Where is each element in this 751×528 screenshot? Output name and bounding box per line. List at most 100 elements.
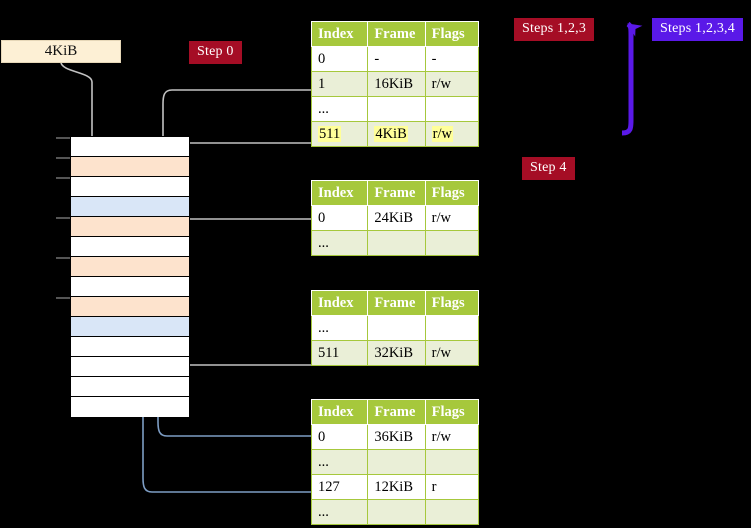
memory-row bbox=[71, 277, 189, 297]
column-header-flags: Flags bbox=[424, 399, 480, 425]
table-cell-index: ... bbox=[310, 230, 369, 256]
memory-row bbox=[71, 237, 189, 257]
table-cell-frame bbox=[367, 315, 426, 341]
table-cell-index: 1 bbox=[310, 71, 369, 97]
memory-row bbox=[71, 177, 189, 197]
memory-tick bbox=[56, 157, 70, 159]
column-header-index: Index bbox=[310, 290, 369, 316]
table-cell-flags bbox=[424, 230, 480, 256]
table-cell-frame: 4KiB bbox=[367, 121, 426, 147]
memory-row bbox=[71, 157, 189, 177]
memory-row bbox=[71, 397, 189, 417]
highlighted-value: r/w bbox=[431, 126, 453, 142]
table-cell-frame bbox=[367, 96, 426, 122]
wire-t3-row511-to-memory bbox=[173, 296, 312, 366]
highlighted-value: 4KiB bbox=[374, 126, 408, 142]
column-header-flags: Flags bbox=[424, 290, 480, 316]
table-cell-frame bbox=[367, 230, 426, 256]
table-cell-index: 0 bbox=[310, 46, 369, 72]
badge-step0: Step 0 bbox=[189, 41, 242, 64]
table-cell-frame bbox=[367, 499, 426, 525]
memory-row bbox=[71, 217, 189, 237]
table-row: ... bbox=[310, 315, 480, 341]
wire-t1-row511-to-memory bbox=[178, 142, 312, 256]
table-cell-frame: 24KiB bbox=[367, 205, 426, 231]
table-row: ... bbox=[310, 230, 480, 256]
column-header-index: Index bbox=[310, 180, 369, 206]
memory-row bbox=[71, 137, 189, 157]
table-cell-index: 0 bbox=[310, 424, 369, 450]
column-header-flags: Flags bbox=[424, 180, 480, 206]
table-cell-flags: r bbox=[424, 474, 480, 500]
column-header-index: Index bbox=[310, 21, 369, 47]
kib-source-box: 4KiB bbox=[1, 40, 121, 63]
column-header-frame: Frame bbox=[367, 21, 426, 47]
table-cell-frame: - bbox=[367, 46, 426, 72]
table-cell-flags: r/w bbox=[424, 71, 480, 97]
table-cell-frame: 12KiB bbox=[367, 474, 426, 500]
memory-column bbox=[70, 136, 190, 417]
memory-row bbox=[71, 357, 189, 377]
table-cell-frame: 32KiB bbox=[367, 340, 426, 366]
table-cell-index: ... bbox=[310, 315, 369, 341]
memory-row bbox=[71, 317, 189, 337]
badge-steps-1234: Steps 1,2,3,4 bbox=[652, 18, 743, 41]
memory-tick bbox=[56, 257, 70, 259]
column-header-flags: Flags bbox=[424, 21, 480, 47]
table-cell-flags: - bbox=[424, 46, 480, 72]
memory-tick bbox=[56, 177, 70, 179]
memory-row bbox=[71, 377, 189, 397]
table-cell-index: 0 bbox=[310, 205, 369, 231]
memory-row bbox=[71, 257, 189, 277]
memory-row bbox=[71, 337, 189, 357]
table-cell-frame: 36KiB bbox=[367, 424, 426, 450]
table-cell-index: ... bbox=[310, 499, 369, 525]
column-header-frame: Frame bbox=[367, 399, 426, 425]
table-cell-frame bbox=[367, 449, 426, 475]
table-cell-flags: r/w bbox=[424, 205, 480, 231]
table-cell-index: ... bbox=[310, 96, 369, 122]
table-cell-flags bbox=[424, 499, 480, 525]
table-row: ... bbox=[310, 96, 480, 122]
column-header-frame: Frame bbox=[367, 290, 426, 316]
table-cell-flags bbox=[424, 315, 480, 341]
highlighted-value: 511 bbox=[318, 126, 342, 142]
memory-tick bbox=[56, 217, 70, 219]
table-cell-index: 511 bbox=[310, 340, 369, 366]
table-cell-index: 127 bbox=[310, 474, 369, 500]
table-cell-flags bbox=[424, 96, 480, 122]
table-row: 511 4KiB r/w bbox=[310, 121, 480, 147]
table-cell-flags: r/w bbox=[424, 340, 480, 366]
table-row: 0-- bbox=[310, 46, 480, 72]
memory-row bbox=[71, 297, 189, 317]
steps-bracket-arrow bbox=[621, 21, 643, 136]
table-row: ... bbox=[310, 499, 480, 525]
table-cell-index: ... bbox=[310, 449, 369, 475]
table-cell-flags bbox=[424, 449, 480, 475]
memory-tick bbox=[56, 297, 70, 299]
column-header-index: Index bbox=[310, 399, 369, 425]
badge-steps-123: Steps 1,2,3 bbox=[514, 18, 595, 41]
table-cell-frame: 16KiB bbox=[367, 71, 426, 97]
memory-row bbox=[71, 197, 189, 217]
table-row: ... bbox=[310, 449, 480, 475]
column-header-frame: Frame bbox=[367, 180, 426, 206]
table-cell-flags: r/w bbox=[424, 121, 480, 147]
table-cell-flags: r/w bbox=[424, 424, 480, 450]
table-cell-index: 511 bbox=[310, 121, 369, 147]
memory-tick bbox=[56, 137, 70, 139]
badge-step4: Step 4 bbox=[522, 157, 575, 180]
